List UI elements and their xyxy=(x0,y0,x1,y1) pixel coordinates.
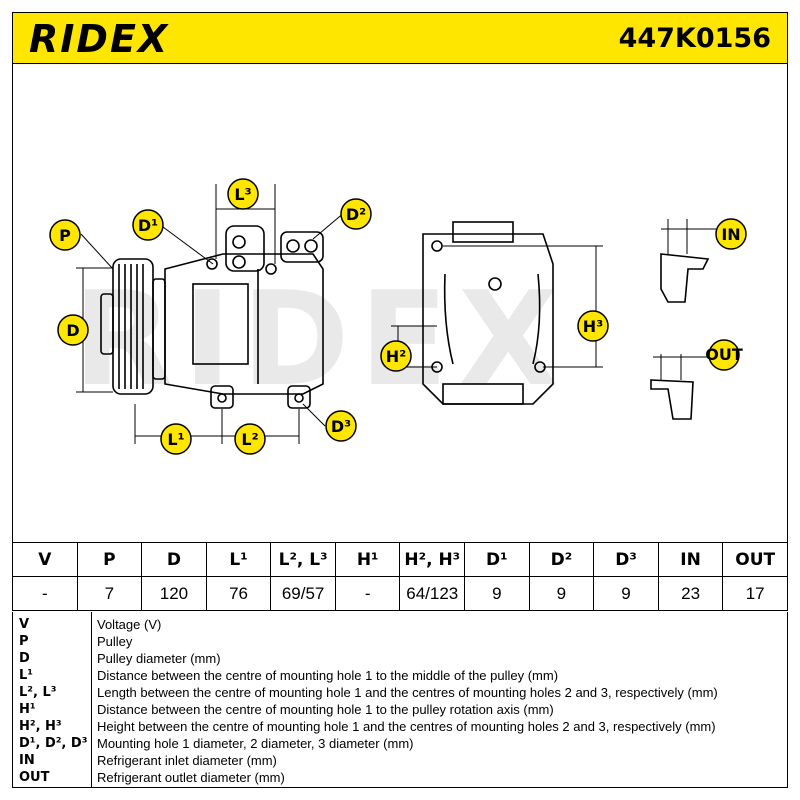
legend-row: V Voltage (V) xyxy=(13,616,787,633)
callout-l2-circle xyxy=(234,423,266,455)
callout-d-circle xyxy=(57,314,89,346)
inlet-fitting xyxy=(660,253,710,303)
spec-header: D² xyxy=(528,542,595,577)
callout-d2: D² xyxy=(346,205,366,224)
spec-header: OUT xyxy=(722,542,788,577)
callout-p-circle xyxy=(49,219,81,251)
callouts: P D D¹ L³ D² L¹ L² D³ H² H³ IN OUT xyxy=(49,178,747,455)
watermark-text: RIDEX xyxy=(73,263,568,415)
spec-header: H¹ xyxy=(334,542,401,577)
legend-key: D xyxy=(19,651,30,666)
callout-d2-circle xyxy=(340,198,372,230)
legend-desc: Distance between the centre of mounting … xyxy=(97,668,559,683)
legend-key: V xyxy=(19,617,30,632)
legend-desc: Mounting hole 1 diameter, 2 diameter, 3 … xyxy=(97,736,414,751)
callout-out-circle xyxy=(708,339,740,371)
callout-l3: L³ xyxy=(234,185,251,204)
side-view xyxy=(100,225,324,409)
fitting-dimensions xyxy=(653,219,718,380)
spec-value: 76 xyxy=(205,576,272,611)
legend-key: L¹ xyxy=(19,668,33,683)
legend-row: D¹, D², D³ Mounting hole 1 diameter, 2 d… xyxy=(13,735,787,752)
spec-header: D¹ xyxy=(464,542,530,577)
legend-key: D¹, D², D³ xyxy=(19,736,88,751)
spec-header: D xyxy=(141,542,207,577)
header-bar: RIDEX 447K0156 xyxy=(12,12,788,64)
callout-h2-circle xyxy=(380,340,412,372)
spec-value: 9 xyxy=(528,576,595,611)
outlet-fitting xyxy=(650,379,694,420)
legend-desc: Length between the centre of mounting ho… xyxy=(97,685,718,700)
part-number: 447K0156 xyxy=(618,23,771,54)
legend-desc: Pulley xyxy=(97,634,133,649)
spec-header: IN xyxy=(657,542,724,577)
callout-d3-circle xyxy=(325,410,357,442)
brand-logo: RIDEX xyxy=(29,17,170,61)
legend-row: H¹ Distance between the centre of mounti… xyxy=(13,701,787,718)
callout-h2: H² xyxy=(386,347,406,366)
callout-l1: L¹ xyxy=(167,430,184,449)
spec-table-header-row: V P D L¹ L², L³ H¹ H², H³ D¹ D² D³ IN OU… xyxy=(12,542,788,577)
callout-h3-circle xyxy=(577,310,609,342)
legend-key: H², H³ xyxy=(19,719,62,734)
spec-header: V xyxy=(12,542,78,577)
spec-value: 17 xyxy=(722,576,788,611)
spec-header: D³ xyxy=(593,542,659,577)
legend-desc: Refrigerant outlet diameter (mm) xyxy=(97,770,285,785)
spec-value: 69/57 xyxy=(270,576,336,611)
spec-table: V P D L¹ L², L³ H¹ H², H³ D¹ D² D³ IN OU… xyxy=(12,542,788,611)
legend-row: IN Refrigerant inlet diameter (mm) xyxy=(13,752,787,769)
legend-key: P xyxy=(19,634,29,649)
legend-key: IN xyxy=(19,753,35,768)
legend-key: L², L³ xyxy=(19,685,57,700)
callout-p: P xyxy=(59,226,71,245)
legend-row: L², L³ Length between the centre of moun… xyxy=(13,684,787,701)
spec-value: 9 xyxy=(593,576,659,611)
fitting-views xyxy=(650,253,710,420)
callout-d3: D³ xyxy=(331,417,351,436)
legend-row: L¹ Distance between the centre of mounti… xyxy=(13,667,787,684)
brand-logo-text: RIDEX xyxy=(29,17,170,61)
spec-value: 9 xyxy=(464,576,530,611)
front-view xyxy=(422,221,554,405)
spec-header: L¹ xyxy=(205,542,272,577)
legend: V Voltage (V) P Pulley D Pulley diameter… xyxy=(12,612,788,788)
spec-value: - xyxy=(12,576,78,611)
spec-value: - xyxy=(334,576,401,611)
callout-d: D xyxy=(66,321,79,340)
legend-desc: Refrigerant inlet diameter (mm) xyxy=(97,753,277,768)
legend-row: OUT Refrigerant outlet diameter (mm) xyxy=(13,769,787,786)
legend-divider xyxy=(91,612,92,787)
compressor-body xyxy=(164,253,324,395)
legend-key: H¹ xyxy=(19,702,36,717)
compressor-drawing: RIDEX xyxy=(49,178,747,455)
legend-row: D Pulley diameter (mm) xyxy=(13,650,787,667)
spec-table-value-row: - 7 120 76 69/57 - 64/123 9 9 9 23 17 xyxy=(12,576,788,611)
spec-header: H², H³ xyxy=(399,542,466,577)
spec-header: L², L³ xyxy=(270,542,336,577)
callout-l1-circle xyxy=(160,423,192,455)
callout-l2: L² xyxy=(241,430,258,449)
spec-value: 23 xyxy=(657,576,724,611)
callout-l3-circle xyxy=(227,178,259,210)
legend-desc: Height between the centre of mounting ho… xyxy=(97,719,716,734)
callout-in: IN xyxy=(721,225,740,244)
spec-header: P xyxy=(76,542,143,577)
legend-desc: Voltage (V) xyxy=(97,617,162,632)
callout-out: OUT xyxy=(705,345,743,364)
callout-in-circle xyxy=(715,218,747,250)
legend-desc: Pulley diameter (mm) xyxy=(97,651,221,666)
legend-row: H², H³ Height between the centre of moun… xyxy=(13,718,787,735)
technical-drawing: RIDEX xyxy=(12,64,788,544)
legend-row: P Pulley xyxy=(13,633,787,650)
spec-value: 7 xyxy=(76,576,143,611)
legend-desc: Distance between the centre of mounting … xyxy=(97,702,554,717)
callout-d1-circle xyxy=(132,209,164,241)
callout-h3: H³ xyxy=(583,317,603,336)
legend-key: OUT xyxy=(19,770,50,785)
front-body xyxy=(422,233,554,405)
spec-value: 120 xyxy=(141,576,207,611)
spec-value: 64/123 xyxy=(399,576,466,611)
callout-d1: D¹ xyxy=(138,216,158,235)
